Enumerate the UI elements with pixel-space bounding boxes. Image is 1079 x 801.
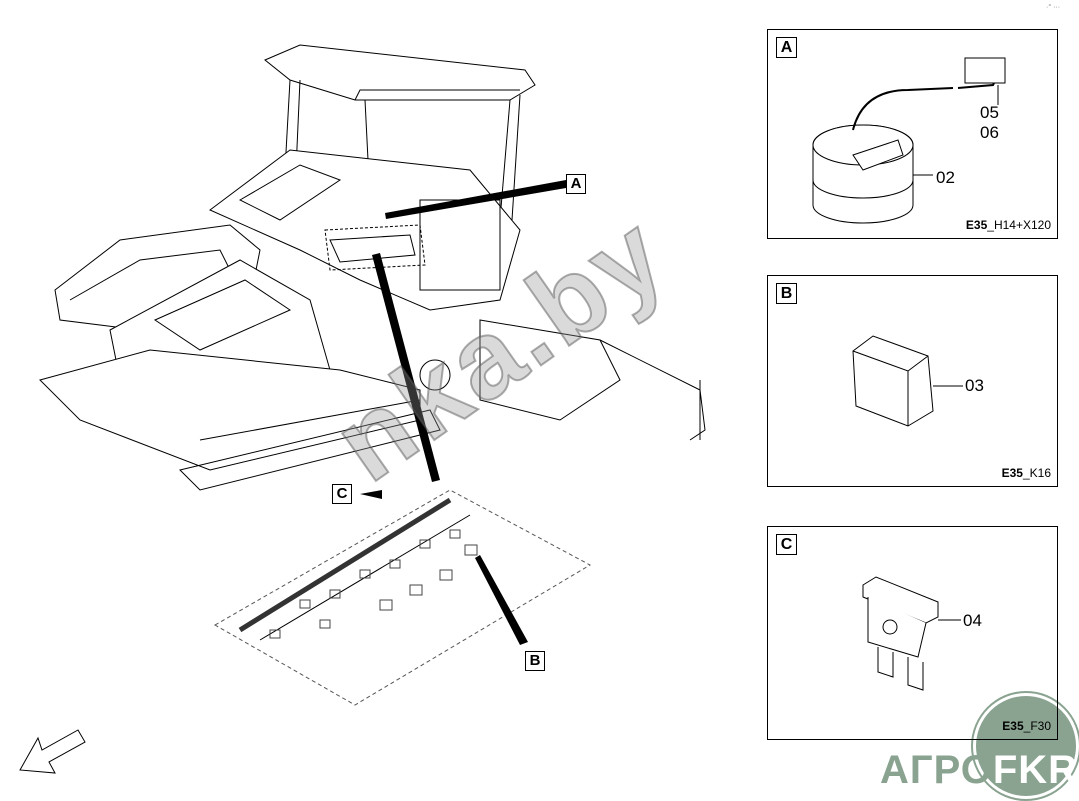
part-number: 06 (980, 123, 999, 142)
detail-panel-c: C 04 E35_F30 (767, 526, 1058, 740)
part-number: 04 (963, 611, 982, 630)
panel-letter: A (776, 37, 797, 58)
callout-c[interactable]: C (332, 484, 352, 504)
part-number: 03 (965, 376, 984, 395)
sensor-drawing (812, 57, 1006, 224)
code-prefix: E35 (1002, 719, 1024, 733)
callout-a[interactable]: A (566, 174, 586, 194)
component-code: E35_H14+X120 (966, 218, 1051, 232)
paver-body (39, 149, 706, 491)
code-prefix: E35 (965, 218, 988, 232)
code-suffix: _F30 (1023, 719, 1051, 733)
logo-right: FKR (992, 748, 1079, 792)
paver-illustration (19, 44, 706, 774)
logo: АГРОFKR (880, 748, 1078, 792)
callout-b[interactable]: B (525, 651, 545, 671)
code-suffix: _H14+X120 (987, 218, 1051, 232)
component-code: E35_K16 (1002, 466, 1051, 480)
panel-letter: B (776, 283, 797, 304)
relay-drawing (852, 335, 963, 427)
logo-left: АГРО (880, 748, 993, 792)
fuse-drawing (862, 576, 961, 691)
leader-lines (360, 180, 566, 645)
code-prefix: E35 (1001, 466, 1023, 480)
corner-mark: ·° ··· (1046, 4, 1061, 11)
detail-panel-b: B 03 E35_K16 (767, 275, 1058, 487)
component-code: E35_F30 (1002, 719, 1051, 733)
detail-panel-a: A 05 06 02 E35_H14+X120 (767, 29, 1058, 239)
part-number: 02 (936, 168, 955, 187)
panel-letter: C (776, 534, 797, 555)
logo-circle (973, 693, 1079, 799)
direction-arrow (19, 729, 86, 774)
part-number: 05 (980, 103, 999, 122)
code-suffix: _K16 (1022, 466, 1051, 480)
fuse-board (213, 489, 592, 706)
